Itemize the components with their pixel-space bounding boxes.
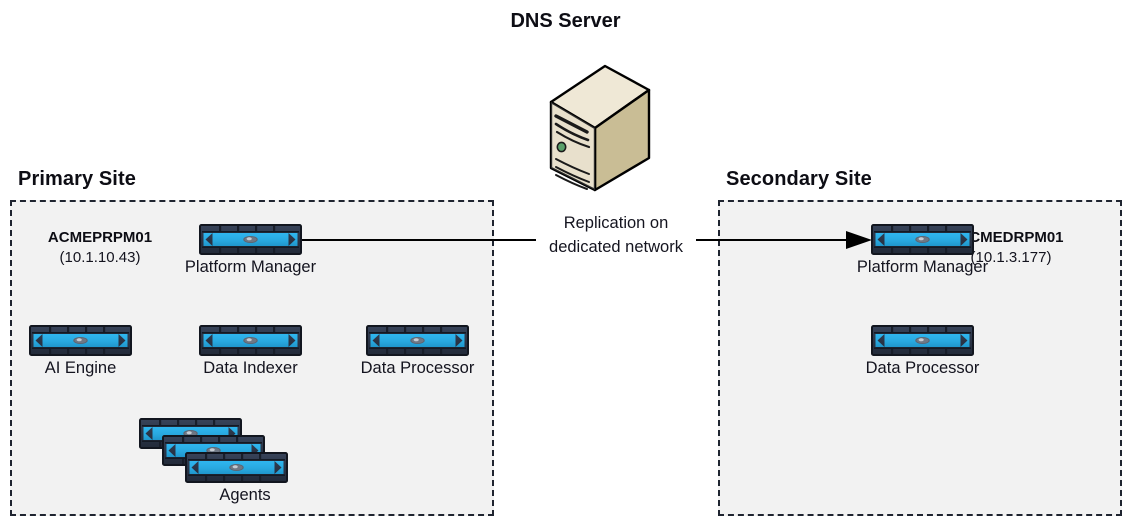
rack-appliance-icon <box>871 224 974 255</box>
primary-node-data-processor-label: Data Processor <box>360 359 475 377</box>
secondary-host-ip: (10.1.3.177) <box>970 248 1052 266</box>
primary-node-agents[interactable]: Agents <box>139 418 288 504</box>
rack-appliance-icon <box>871 325 974 356</box>
rack-appliance-icon <box>366 325 469 356</box>
primary-node-agents-label: Agents <box>219 486 271 504</box>
primary-node-ai-engine-label: AI Engine <box>44 359 117 377</box>
secondary-node-data-processor-label: Data Processor <box>865 359 980 377</box>
server-tower-icon <box>543 44 655 192</box>
replication-label-line2: dedicated network <box>549 237 683 256</box>
primary-host-label: ACMEPRPM01 (10.1.10.43) <box>30 228 170 268</box>
rack-appliance-icon <box>29 325 132 356</box>
secondary-site-title: Secondary Site <box>726 168 872 190</box>
primary-node-data-indexer-label: Data Indexer <box>203 359 298 377</box>
replication-link-label: Replication on dedicated network <box>536 212 696 260</box>
rack-appliance-icon <box>199 325 302 356</box>
primary-host-ip: (10.1.10.43) <box>59 248 141 266</box>
dns-server-title: DNS Server <box>510 10 621 32</box>
primary-node-platform-manager-label: Platform Manager <box>184 258 317 276</box>
secondary-hostname: ACMEDRPM01 <box>958 229 1064 246</box>
primary-site-title: Primary Site <box>18 168 136 190</box>
primary-hostname: ACMEPRPM01 <box>47 229 153 246</box>
rack-appliance-icon <box>185 452 288 483</box>
secondary-host-label: ACMEDRPM01 (10.1.3.177) <box>936 228 1086 268</box>
replication-label-line1: Replication on <box>563 214 669 232</box>
secondary-node-platform-manager-label: Platform Manager <box>856 258 989 276</box>
arrow-right-icon <box>846 231 872 249</box>
rack-appliance-icon <box>199 224 302 255</box>
